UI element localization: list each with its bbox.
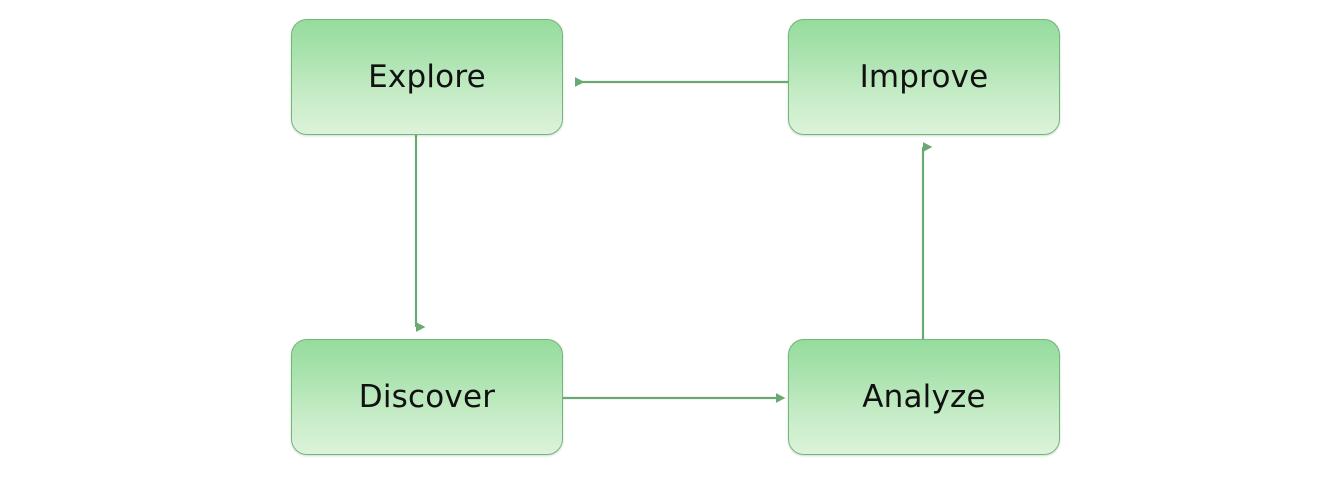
node-discover[interactable]: Discover <box>291 339 563 455</box>
node-improve[interactable]: Improve <box>788 19 1060 135</box>
node-improve-label: Improve <box>859 58 989 95</box>
node-explore[interactable]: Explore <box>291 19 563 135</box>
node-analyze[interactable]: Analyze <box>788 339 1060 455</box>
node-explore-label: Explore <box>368 58 486 95</box>
node-discover-label: Discover <box>358 378 496 415</box>
node-analyze-label: Analyze <box>862 378 986 415</box>
